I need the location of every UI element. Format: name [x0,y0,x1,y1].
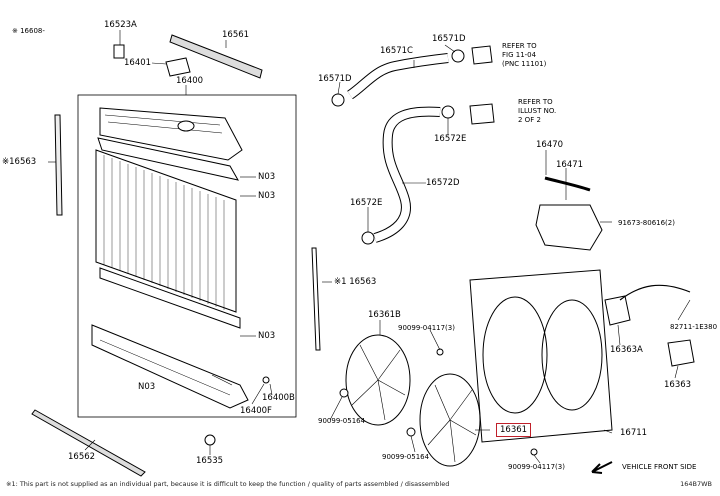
bolt-90099-04117-b [530,448,538,456]
reservoir-tank [535,204,603,251]
fan-shroud [469,269,613,443]
fitting-lower [469,103,495,125]
label-16561: 16561 [222,30,250,40]
label-16400F: 16400F [240,406,272,416]
label-16572E-right: 16572E [434,134,467,144]
vehicle-front-arrow [591,461,613,474]
label-90099-05164-bottom: 90099-05164 [382,453,430,461]
label-n03-c: N03 [258,331,276,341]
label-16400B: 16400B [262,393,295,403]
refer-illust-no: REFER TO ILLUST NO. 2 OF 2 [518,98,556,125]
label-16562: 16562 [68,452,96,462]
label-n03-a: N03 [258,172,276,182]
radiator-cap [165,57,191,77]
label-16571C: 16571C [380,46,413,56]
bottom-tank [91,324,249,409]
label-16401: 16401 [124,58,152,68]
bottom-seal [31,409,146,477]
nut-90099-05164-a [339,388,349,398]
label-16572E-left: 16572E [350,198,383,208]
side-seal-left [54,114,63,216]
radiator-core [95,149,237,313]
wire-harness [619,284,691,301]
label-91673-80616: 91673-80616(2) [618,219,675,227]
clamp-16571D-top [451,49,465,63]
label-16535: 16535 [196,456,224,466]
label-90099-04117-bottom: 90099-04117(3) [508,463,565,471]
bottom-gasket [99,267,241,329]
label-16563-left: ※16563 [2,157,37,167]
top-tank [99,107,243,161]
footnote: ※1: This part is not supplied as an indi… [6,480,450,488]
label-16470: 16470 [536,140,564,150]
label-n03-d: N03 [138,382,156,392]
ref1-line2: FIG 11-04 [502,51,537,59]
label-82711-1E380: 82711-1E380 [670,323,718,331]
label-16571D-top: 16571D [432,34,466,44]
clamp-16572E-right [441,105,455,119]
top-gasket [97,137,239,181]
label-16523A: 16523A [104,20,137,30]
fan-motor-16363 [667,339,695,367]
header-note: ※ 16608- [12,27,45,35]
ref2-line2: ILLUST NO. [518,107,557,115]
fitting-upper [471,45,493,65]
side-seal-right [311,247,321,351]
label-16363: 16363 [664,380,692,390]
bolt-16535 [204,434,216,446]
clamp-16571D-left [331,93,345,107]
nut-90099-05164-b [406,427,416,437]
refer-fig-11-04: REFER TO FIG 11-04 (PNC 11101) [502,42,546,69]
label-16711: 16711 [620,428,648,438]
reservoir-hose [544,176,591,192]
clamp-16572E-left [361,231,375,245]
ref2-line3: 2 OF 2 [518,116,541,124]
ref2-line1: REFER TO [518,98,553,106]
radiator-assembly-frame [77,94,297,418]
label-16572D: 16572D [426,178,460,188]
bolt-90099-04117-a [436,348,444,356]
vehicle-front-label: VEHICLE FRONT SIDE [622,463,697,471]
illustration-code: 164B7WB [680,480,712,488]
top-seal [169,34,263,79]
bolt-16400F [262,376,270,384]
label-16571D-left: 16571D [318,74,352,84]
label-n03-b: N03 [258,191,276,201]
label-90099-05164-left: 90099-05164 [318,417,366,425]
label-16471: 16471 [556,160,584,170]
ref1-line3: (PNC 11101) [502,60,547,68]
ref1-line1: REFER TO [502,42,537,50]
label-16361B: 16361B [368,310,401,320]
label-90099-04117-top: 90099-04117(3) [398,324,455,332]
label-16363A: 16363A [610,345,643,355]
label-16400: 16400 [176,76,204,86]
fan-motor-16363A [604,295,631,326]
label-16361-highlighted[interactable]: 16361 [496,423,532,437]
drain-cock-16523A [113,44,125,59]
label-16563-right: ※1 16563 [334,277,377,287]
